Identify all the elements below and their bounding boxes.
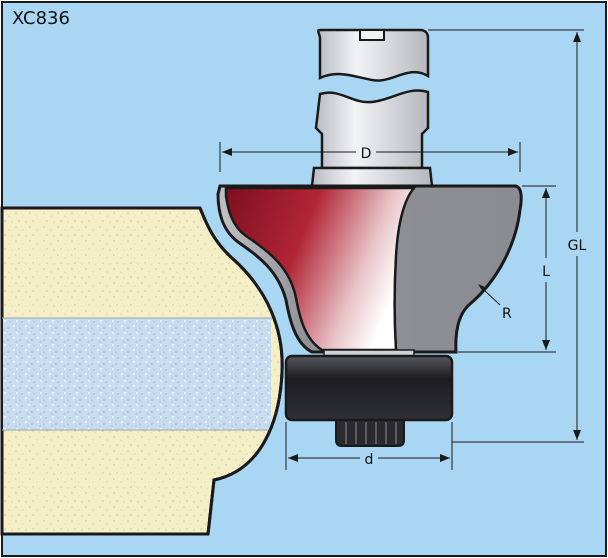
shank-slot [359,29,385,41]
dimension-label-r: R [502,306,512,322]
dimension-lines [219,29,584,470]
dimension-label-d-lower: d [365,452,374,468]
workpiece-core-layer [3,318,271,430]
shank-lower-section [314,89,430,170]
diagram-title: XC836 [12,8,70,29]
dimension-label-gl: GL [568,238,587,254]
dimension-label-l: L [542,264,550,280]
cutter-body [216,184,523,357]
shank-top-section [316,28,430,82]
workpiece-profile-edge [198,207,284,535]
shank-collar [310,166,434,188]
dimension-label-d-upper: D [361,146,372,162]
bearing-ring [284,354,454,422]
shank [310,28,434,188]
dimension-arrows [222,32,581,462]
bearing-screw [335,419,405,447]
workpiece [0,206,284,536]
bearing [284,354,454,447]
screw-knurl [345,422,397,444]
cutter-edge-line [393,187,415,351]
